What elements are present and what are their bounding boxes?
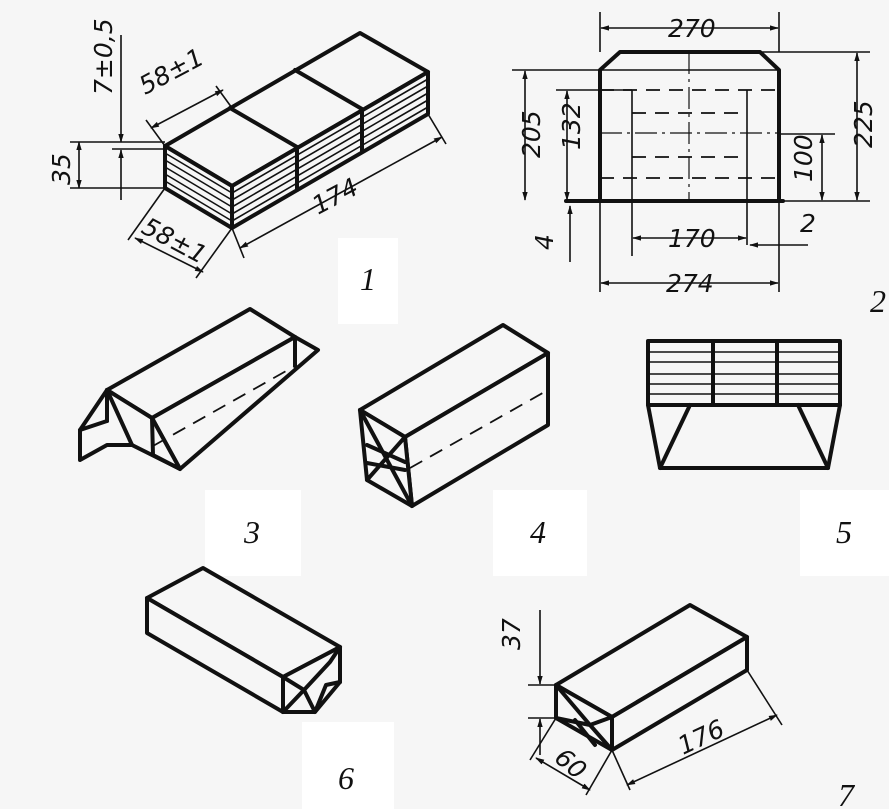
figure-3-wrap-step bbox=[78, 307, 320, 471]
figure-7-final-pack: 37 60 176 bbox=[497, 603, 783, 796]
figure-4-wrap-step bbox=[358, 323, 550, 508]
figure-label-2: 2 bbox=[870, 283, 886, 319]
dim-height: 35 bbox=[47, 153, 76, 185]
label-panel-1 bbox=[338, 238, 398, 324]
dim-top-width: 270 bbox=[668, 14, 716, 43]
figure-6-wrapped-pack bbox=[145, 566, 342, 714]
dim-height-mid: 132 bbox=[557, 102, 586, 150]
dim-right-offset: 2 bbox=[800, 209, 816, 238]
dim-thickness: 7±0,5 bbox=[89, 18, 118, 95]
figure-label-7: 7 bbox=[838, 777, 856, 809]
dim-depth: 58±1 bbox=[137, 212, 211, 270]
label-panel-5 bbox=[800, 490, 889, 576]
dim-length: 176 bbox=[673, 714, 729, 760]
dim-bottom-offset: 4 bbox=[530, 234, 559, 250]
dim-height-right: 100 bbox=[789, 134, 818, 182]
figure-label-1: 1 bbox=[360, 261, 376, 297]
dim-height-outer: 225 bbox=[849, 100, 878, 148]
dim-height: 37 bbox=[497, 618, 526, 650]
dim-depth: 60 bbox=[549, 742, 592, 785]
figure-label-5: 5 bbox=[836, 514, 852, 550]
label-panel-6 bbox=[302, 722, 394, 809]
dim-mid-width: 170 bbox=[668, 224, 716, 253]
dim-width: 58±1 bbox=[134, 42, 208, 100]
figure-label-4: 4 bbox=[530, 514, 546, 550]
label-panel-4 bbox=[493, 490, 587, 576]
dim-bottom-width: 274 bbox=[666, 269, 714, 298]
dim-height-inner: 205 bbox=[517, 110, 546, 158]
figure-label-6: 6 bbox=[338, 760, 354, 796]
figure-label-3: 3 bbox=[243, 514, 260, 550]
figure-5-wrap-step bbox=[646, 339, 842, 470]
figure-2-blank-layout: 270 205 132 225 100 4 170 2 274 bbox=[512, 12, 878, 298]
label-panel-3 bbox=[205, 490, 301, 576]
